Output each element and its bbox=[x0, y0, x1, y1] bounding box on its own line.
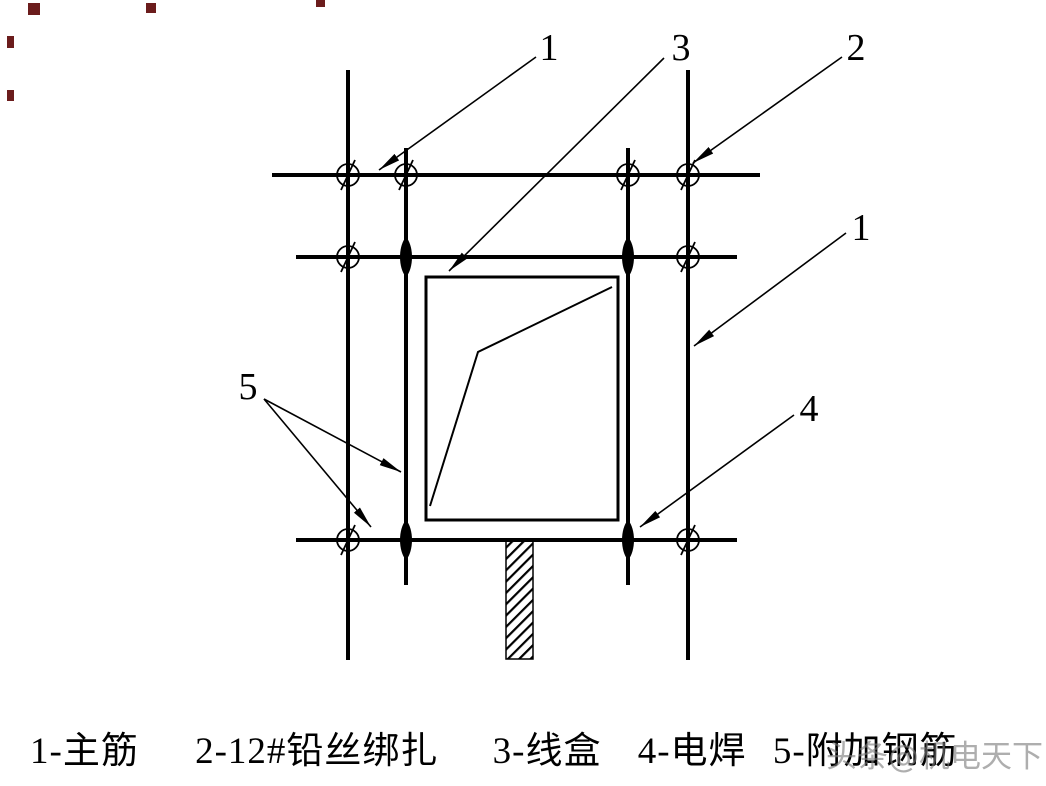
leader-to-extra-rebar-b bbox=[263, 398, 372, 528]
edge-artifact-mark bbox=[146, 3, 156, 13]
wire-tie-icon bbox=[336, 159, 360, 191]
leader-to-junction-box bbox=[448, 57, 665, 272]
wire-tie-icon bbox=[676, 159, 700, 191]
callout-1-right: 1 bbox=[852, 207, 871, 249]
legend-item-weld: 4-电焊 bbox=[637, 731, 747, 772]
leader-to-wire-tie bbox=[692, 56, 843, 164]
leader-to-main-rebar-right bbox=[693, 232, 847, 347]
weld-icon bbox=[400, 237, 412, 277]
wire-tie-icon bbox=[336, 241, 360, 273]
weld-icon bbox=[622, 520, 634, 560]
callout-4: 4 bbox=[800, 388, 819, 430]
weld-symbols bbox=[400, 237, 634, 560]
weld-icon bbox=[622, 237, 634, 277]
callout-1-top: 1 bbox=[540, 27, 559, 69]
weld-icon bbox=[400, 520, 412, 560]
junction-box-fold-line bbox=[429, 286, 613, 507]
callout-labels: 1 3 2 1 4 5 bbox=[239, 27, 871, 430]
callout-3: 3 bbox=[672, 27, 691, 69]
wire-tie-icon bbox=[676, 524, 700, 556]
edge-artifact-mark bbox=[7, 36, 14, 48]
callout-5: 5 bbox=[239, 366, 258, 408]
edge-artifact-mark bbox=[316, 0, 325, 7]
leader-to-weld bbox=[639, 414, 795, 528]
junction-box bbox=[424, 275, 620, 522]
legend-item-wire-tie: 2-12#铅丝绑扎 bbox=[195, 731, 439, 772]
wire-tie-icon bbox=[394, 159, 418, 191]
edge-artifact-mark bbox=[7, 90, 14, 101]
conduit-stub bbox=[505, 540, 534, 660]
main-rebar-lines bbox=[272, 70, 760, 660]
legend-item-main-rebar: 1-主筋 bbox=[30, 731, 139, 772]
wire-tie-icon bbox=[336, 524, 360, 556]
wire-tie-symbols bbox=[336, 159, 700, 556]
callout-2: 2 bbox=[847, 27, 866, 69]
legend-item-wire-box: 3-线盒 bbox=[492, 731, 602, 772]
leader-to-extra-rebar-a bbox=[263, 398, 402, 473]
edge-artifact-mark bbox=[28, 3, 40, 15]
leader-lines bbox=[263, 56, 847, 528]
watermark: 头条@机电天下 bbox=[826, 739, 1043, 775]
legend-item-extra-rebar: 5-附加钢筋 bbox=[772, 731, 958, 772]
legend: 1-主筋 2-12#铅丝绑扎 3-线盒 4-电焊 5-附加钢筋 bbox=[30, 720, 958, 774]
wire-tie-icon bbox=[676, 241, 700, 273]
wire-tie-icon bbox=[616, 159, 640, 191]
leader-to-main-rebar-top bbox=[378, 56, 537, 171]
